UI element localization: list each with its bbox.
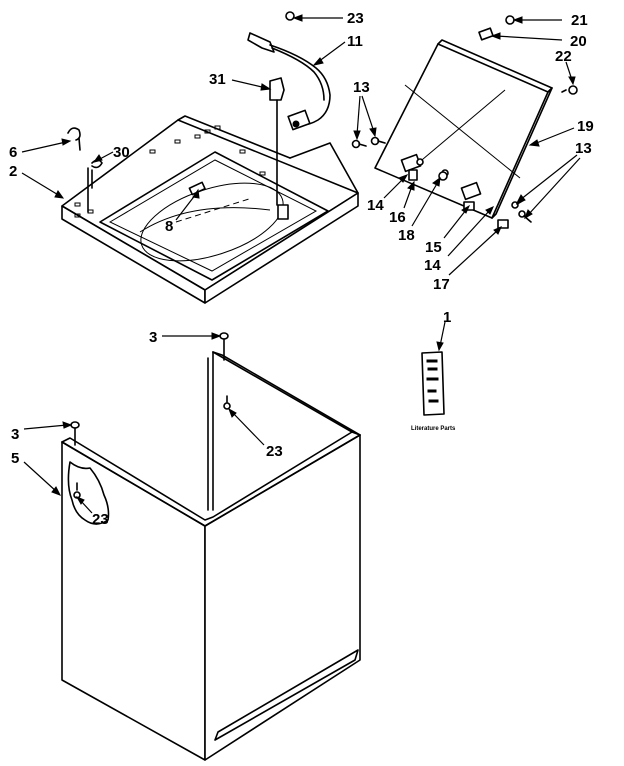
callout-20: 20: [570, 33, 587, 50]
callout-14: 14: [424, 257, 441, 274]
spring-clip: [67, 127, 81, 151]
callout-2: 2: [9, 163, 17, 180]
callout-21: 21: [571, 12, 588, 29]
cabinet-fasteners: [70, 11, 295, 499]
callout-11: 11: [347, 33, 363, 50]
callout-22: 22: [555, 48, 572, 65]
callout-31: 31: [209, 71, 226, 88]
callout-labels: 23 11 31 13 6 30 2 8 21 20 22 19 13 14 1…: [9, 10, 594, 528]
callout-13: 13: [575, 140, 592, 157]
lid-hardware: [478, 15, 578, 95]
callout-3: 3: [149, 329, 157, 346]
top-panel: [61, 115, 359, 304]
lid-switch-bracket: [269, 77, 285, 206]
callout-3: 3: [11, 426, 19, 443]
callout-15: 15: [425, 239, 442, 256]
leader-lines: [21, 14, 581, 514]
callout-23: 23: [92, 511, 109, 528]
cabinet: [61, 351, 361, 761]
callout-23: 23: [266, 443, 283, 460]
callout-1: 1: [443, 309, 451, 326]
callout-14: 14: [367, 197, 384, 214]
literature-parts-label: Literature Parts: [411, 426, 456, 432]
lid-switch-harness: [247, 32, 331, 131]
callout-30: 30: [113, 144, 130, 161]
callout-17: 17: [433, 276, 450, 293]
literature-card: [421, 351, 445, 416]
callout-13: 13: [353, 79, 370, 96]
lid: [374, 39, 553, 219]
callout-5: 5: [11, 450, 19, 467]
callout-23: 23: [347, 10, 364, 27]
screws-13-upper: [351, 136, 386, 149]
callout-18: 18: [398, 227, 415, 244]
callout-6: 6: [9, 144, 17, 161]
callout-8: 8: [165, 218, 173, 235]
callout-16: 16: [389, 209, 406, 226]
callout-19: 19: [577, 118, 594, 135]
